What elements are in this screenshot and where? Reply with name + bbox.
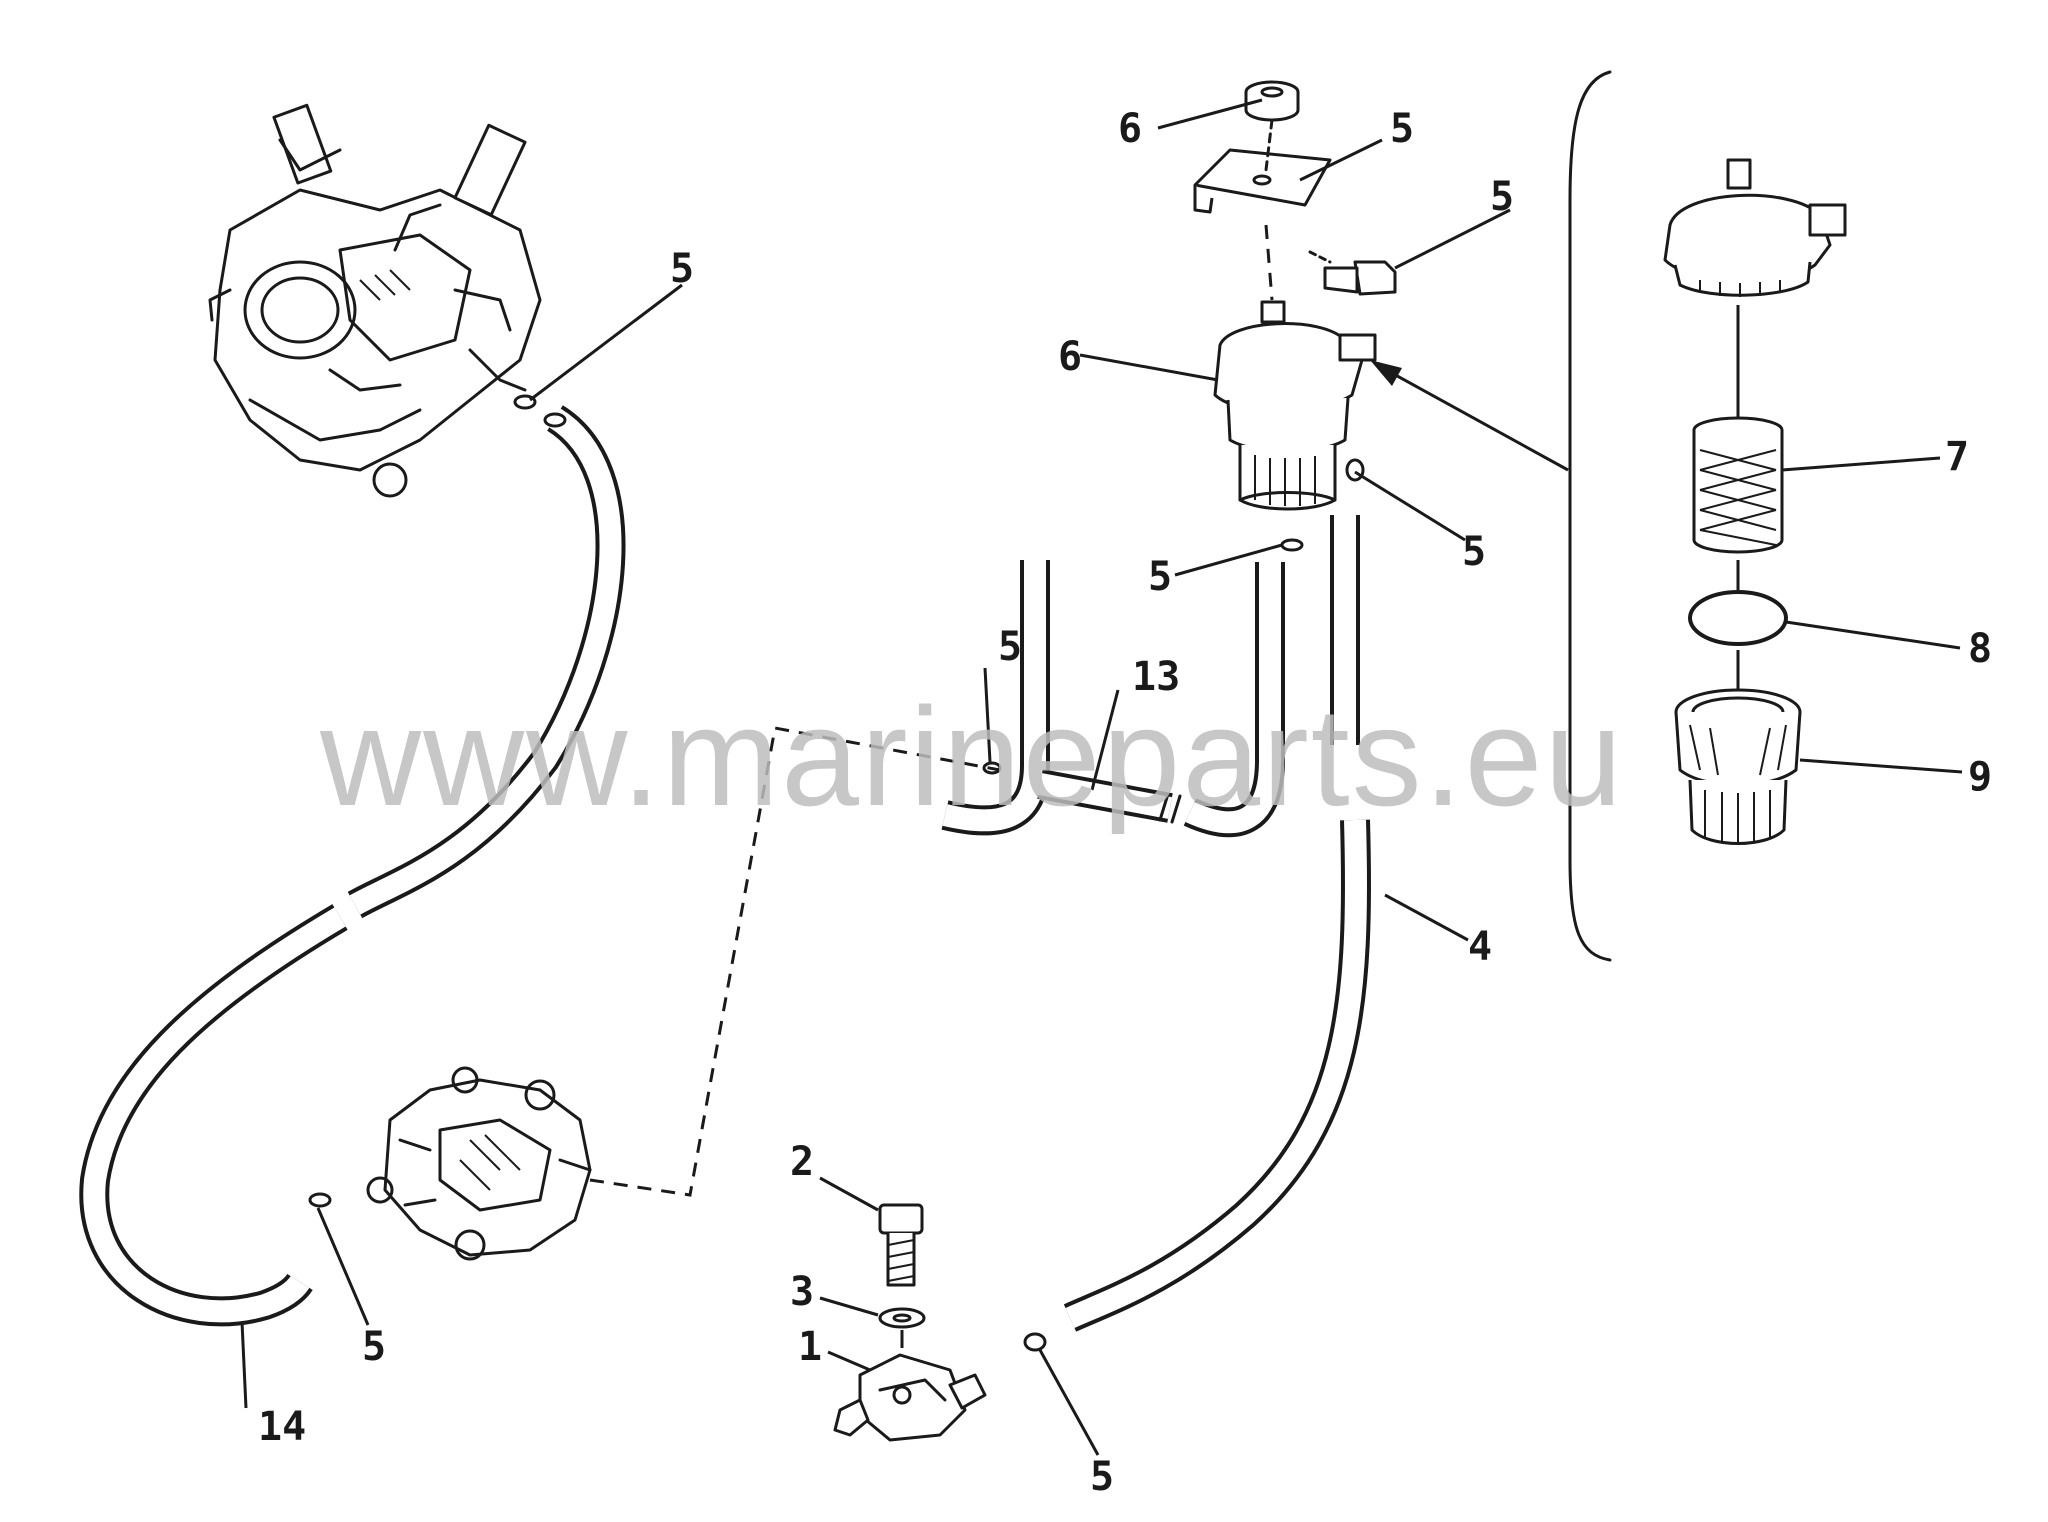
- o-ring-8: [1688, 590, 1788, 646]
- bracket-10: [1193, 118, 1332, 214]
- detail-bracket: [1568, 70, 1612, 962]
- callout-13: 13: [1132, 654, 1180, 700]
- callout-14: 14: [258, 1404, 306, 1450]
- callout-5a: 5: [670, 246, 694, 292]
- carburetor: [208, 103, 542, 498]
- fuel-filter-6: [1213, 300, 1377, 511]
- callout-5f: 5: [1090, 1454, 1114, 1500]
- callout-5b: 5: [1148, 554, 1172, 600]
- detail-arrow: [1370, 360, 1569, 472]
- callout-10: 5: [1390, 106, 1414, 152]
- callout-2: 2: [790, 1139, 814, 1185]
- callout-5d: 5: [998, 624, 1022, 670]
- callout-5c: 5: [1462, 529, 1486, 575]
- cap-nut-12: [1244, 80, 1300, 122]
- callout-3: 3: [790, 1269, 814, 1315]
- callout-7: 7: [1945, 434, 1969, 480]
- hose-4: [1063, 515, 1372, 1332]
- clamps-5: [308, 394, 1365, 1352]
- callout-12: 6: [1118, 106, 1142, 152]
- callout-6: 6: [1058, 334, 1082, 380]
- filter-bowl-9: [1674, 688, 1802, 845]
- filter-element-7: [1692, 416, 1784, 554]
- filter-housing-top: [1663, 158, 1847, 297]
- connector-1: [833, 1353, 987, 1442]
- leader-lines: [240, 98, 1963, 1456]
- callout-1: 1: [798, 1324, 822, 1370]
- callout-4: 4: [1468, 924, 1492, 970]
- callout-5e: 5: [362, 1324, 386, 1370]
- screw-11: [1308, 250, 1397, 296]
- fuel-pump: [366, 1066, 592, 1261]
- washer-3: [878, 1307, 926, 1329]
- assembly-line-pump: [589, 726, 1001, 1197]
- hose-13: [941, 560, 1285, 838]
- screw-2: [878, 1203, 924, 1287]
- watermark: www.marineparts.eu: [319, 678, 1624, 835]
- callout-8: 8: [1968, 626, 1992, 672]
- assembly-line-filter: [1264, 224, 1274, 301]
- callout-9: 9: [1968, 754, 1992, 800]
- callout-11: 5: [1490, 174, 1514, 220]
- hose-14: [79, 405, 626, 1327]
